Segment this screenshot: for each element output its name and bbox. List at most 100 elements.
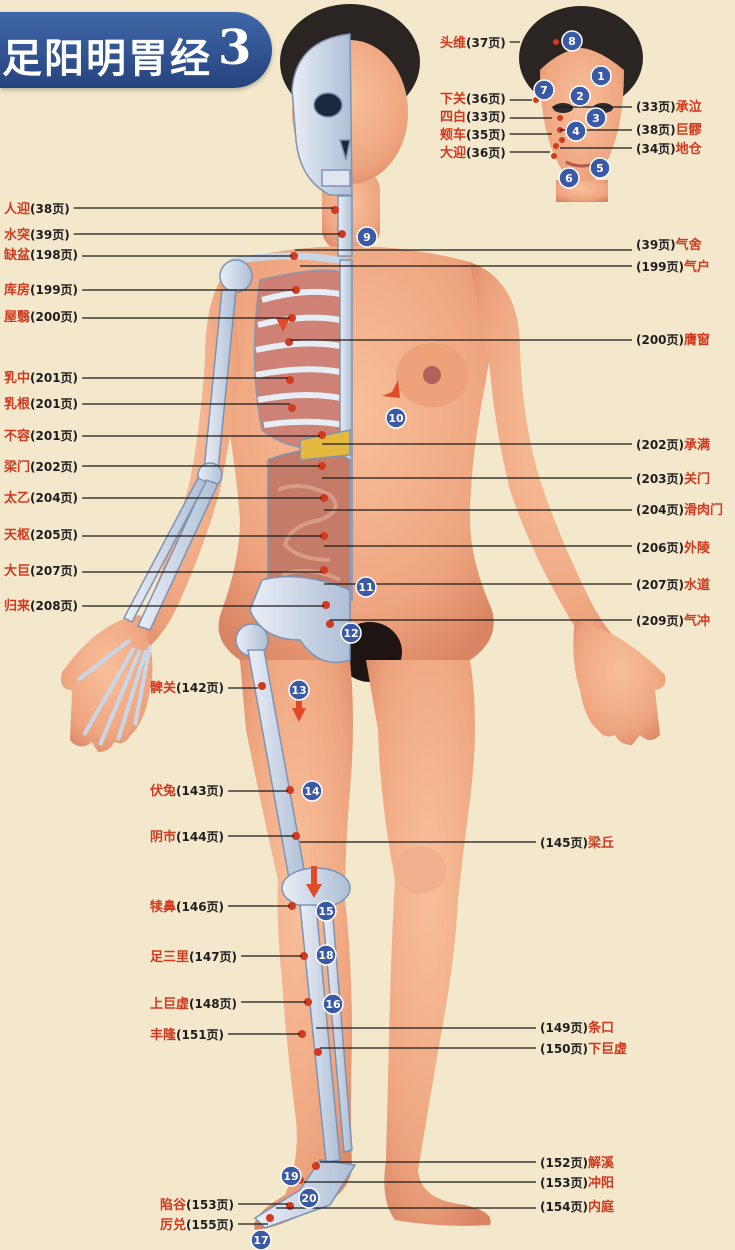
svg-text:6: 6 bbox=[565, 172, 573, 185]
svg-text:4: 4 bbox=[572, 125, 580, 138]
acupoint-page: (207页) bbox=[636, 578, 684, 592]
acupoint-label-right: (33页)承泣 bbox=[636, 100, 702, 115]
acupoint-label-right: (150页)下巨虚 bbox=[540, 1042, 627, 1057]
acupoint-page: (33页) bbox=[636, 100, 676, 114]
svg-text:13: 13 bbox=[291, 684, 306, 697]
svg-text:11: 11 bbox=[358, 581, 373, 594]
acupoint-page: (199页) bbox=[30, 283, 78, 297]
acupoint-name: 承泣 bbox=[676, 100, 702, 115]
acupoint-name: 库房 bbox=[4, 283, 30, 298]
acupoint-name: 乳根 bbox=[4, 397, 30, 412]
acupoint-name: 颊车 bbox=[440, 128, 466, 143]
acupoint-name: 归来 bbox=[4, 599, 30, 614]
chart-title: 足阳明胃经 bbox=[2, 26, 212, 84]
acupoint-name: 解溪 bbox=[588, 1156, 614, 1171]
acupoint-name: 条口 bbox=[588, 1021, 614, 1036]
acupoint-label-left: 大迎(36页) bbox=[440, 146, 506, 161]
acupoint-label-left: 丰隆(151页) bbox=[150, 1028, 224, 1043]
acupoint-label-left: 犊鼻(146页) bbox=[150, 900, 224, 915]
acupoint-label-left: 上巨虚(148页) bbox=[150, 997, 237, 1012]
acupoint-label-right: (145页)梁丘 bbox=[540, 836, 614, 851]
acupoint-page: (209页) bbox=[636, 614, 684, 628]
acupoint-page: (202页) bbox=[636, 438, 684, 452]
acupoint-page: (206页) bbox=[636, 541, 684, 555]
acupoint-page: (149页) bbox=[540, 1021, 588, 1035]
acupoint-page: (144页) bbox=[176, 830, 224, 844]
acupoint-label-left: 缺盆(198页) bbox=[4, 248, 78, 263]
title-banner: 足阳明胃经 3 bbox=[0, 12, 272, 88]
acupoint-page: (37页) bbox=[466, 36, 506, 50]
acupoint-name: 水突 bbox=[4, 228, 30, 243]
acupoint-label-right: (202页)承满 bbox=[636, 438, 710, 453]
point-badge: 14 bbox=[302, 781, 322, 801]
acupoint-name: 乳中 bbox=[4, 371, 30, 386]
acupoint-page: (198页) bbox=[30, 248, 78, 262]
acupoint-page: (38页) bbox=[636, 123, 676, 137]
acupoint-page: (152页) bbox=[540, 1156, 588, 1170]
point-badge: 10 bbox=[386, 408, 406, 428]
acupoint-page: (201页) bbox=[30, 429, 78, 443]
acupoint-name: 地仓 bbox=[676, 142, 702, 157]
acupoint-label-right: (200页)膺窗 bbox=[636, 333, 710, 348]
acupoint-name: 阴市 bbox=[150, 830, 176, 845]
point-badge: 19 bbox=[281, 1166, 301, 1186]
acupoint-name: 气冲 bbox=[684, 614, 710, 629]
acupoint-page: (155页) bbox=[186, 1218, 234, 1232]
acupoint-page: (153页) bbox=[540, 1176, 588, 1190]
acupoint-page: (199页) bbox=[636, 260, 684, 274]
svg-text:12: 12 bbox=[343, 627, 358, 640]
acupoint-page: (201页) bbox=[30, 371, 78, 385]
acupoint-label-left: 四白(33页) bbox=[440, 110, 506, 125]
point-badge: 11 bbox=[356, 577, 376, 597]
acupoint-label-left: 归来(208页) bbox=[4, 599, 78, 614]
acupoint-label-left: 颊车(35页) bbox=[440, 128, 506, 143]
acupoint-page: (153页) bbox=[186, 1198, 234, 1212]
point-badge: 18 bbox=[316, 945, 336, 965]
point-badge: 8 bbox=[562, 31, 582, 51]
point-badge: 2 bbox=[570, 86, 590, 106]
point-badge: 16 bbox=[323, 994, 343, 1014]
point-badge: 3 bbox=[586, 108, 606, 128]
acupoint-page: (151页) bbox=[176, 1028, 224, 1042]
acupoint-label-left: 厉兑(155页) bbox=[160, 1218, 234, 1233]
svg-text:16: 16 bbox=[325, 998, 341, 1011]
acupoint-label-left: 大巨(207页) bbox=[4, 564, 78, 579]
acupoint-label-left: 足三里(147页) bbox=[150, 950, 237, 965]
acupoint-label-right: (207页)水道 bbox=[636, 578, 710, 593]
acupoint-page: (200页) bbox=[30, 310, 78, 324]
acupoint-name: 梁门 bbox=[4, 460, 30, 475]
acupoint-name: 下关 bbox=[440, 92, 466, 107]
acupoint-name: 内庭 bbox=[588, 1200, 614, 1215]
acupoint-name: 不容 bbox=[4, 429, 30, 444]
point-badge: 1 bbox=[591, 66, 611, 86]
point-badge: 7 bbox=[534, 80, 554, 100]
acupoint-name: 缺盆 bbox=[4, 248, 30, 263]
acupoint-label-left: 陷谷(153页) bbox=[160, 1198, 234, 1213]
acupoint-page: (36页) bbox=[466, 146, 506, 160]
acupoint-page: (154页) bbox=[540, 1200, 588, 1214]
acupoint-label-left: 屋翳(200页) bbox=[4, 310, 78, 325]
acupoint-name: 膺窗 bbox=[684, 333, 710, 348]
svg-text:7: 7 bbox=[540, 84, 548, 97]
acupoint-name: 足三里 bbox=[150, 950, 189, 965]
svg-text:18: 18 bbox=[318, 949, 333, 962]
point-badge: 17 bbox=[251, 1230, 271, 1250]
acupoint-page: (35页) bbox=[466, 128, 506, 142]
svg-text:14: 14 bbox=[304, 785, 320, 798]
acupoint-name: 陷谷 bbox=[160, 1198, 186, 1213]
acupoint-label-left: 伏兔(143页) bbox=[150, 784, 224, 799]
acupoint-label-right: (154页)内庭 bbox=[540, 1200, 614, 1215]
acupoint-name: 头维 bbox=[440, 36, 466, 51]
acupoint-page: (200页) bbox=[636, 333, 684, 347]
acupoint-label-left: 库房(199页) bbox=[4, 283, 78, 298]
point-badge: 4 bbox=[566, 121, 586, 141]
acupoint-page: (203页) bbox=[636, 472, 684, 486]
svg-text:19: 19 bbox=[283, 1170, 298, 1183]
acupoint-page: (39页) bbox=[636, 238, 676, 252]
point-badge: 9 bbox=[357, 227, 377, 247]
acupoint-label-left: 水突(39页) bbox=[4, 228, 70, 243]
acupoint-name: 天枢 bbox=[4, 528, 30, 543]
svg-text:2: 2 bbox=[576, 90, 584, 103]
acupoint-name: 上巨虚 bbox=[150, 997, 189, 1012]
